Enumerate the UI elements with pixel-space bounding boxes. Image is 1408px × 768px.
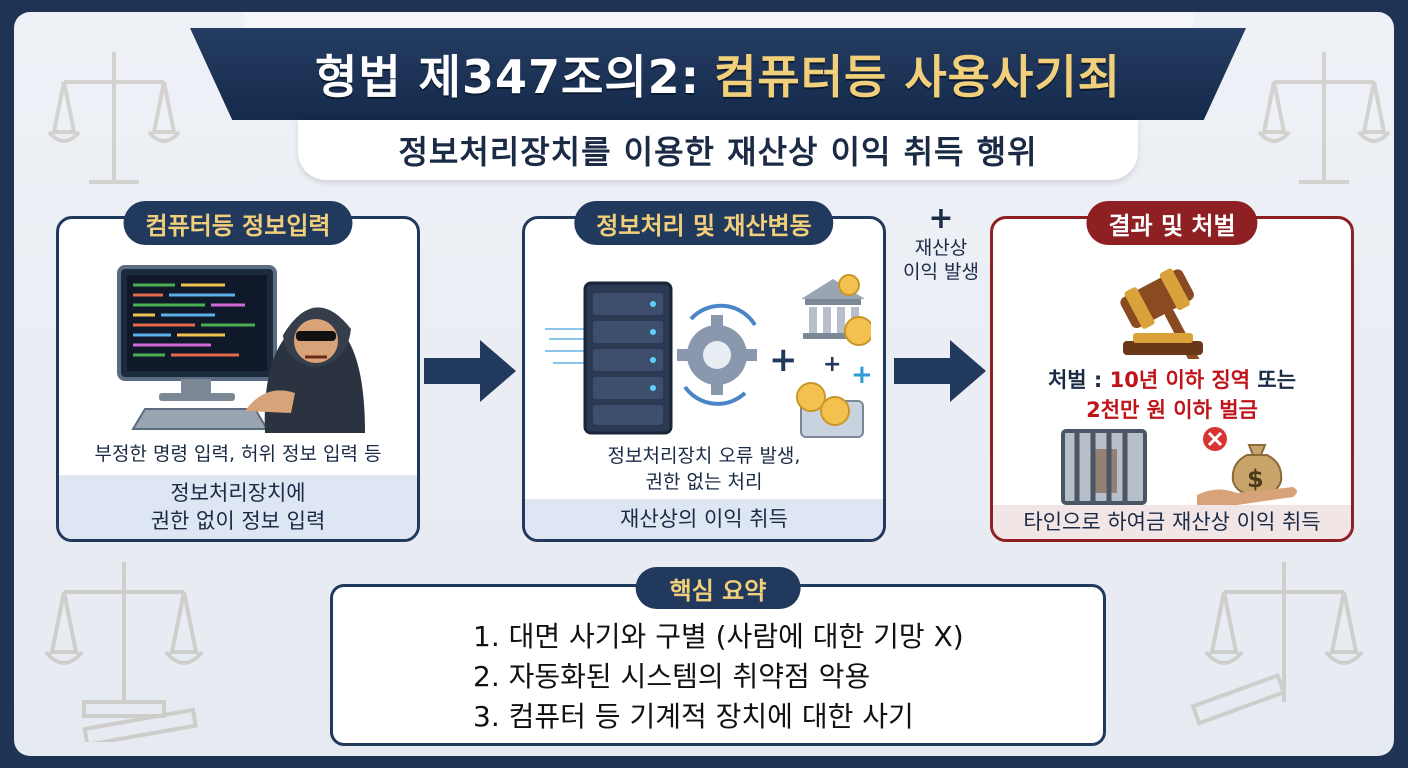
scales-icon-bg-left	[47, 52, 181, 184]
punishment-text: 처벌 : 10년 이하 징역 또는 2천만 원 이하 벌금	[993, 365, 1351, 425]
gain-connector: + 재산상 이익 발생	[886, 202, 996, 284]
step-highlight-line: 재산상의 이익 취득	[620, 506, 788, 531]
svg-text:+: +	[823, 352, 841, 377]
summary-item: 1. 대면 사기와 구별 (사람에 대한 기망 X)	[473, 620, 964, 653]
flow-arrow-2	[894, 340, 986, 402]
punishment-connector: 또는	[1257, 368, 1297, 392]
gavel-icon	[1120, 268, 1204, 359]
title-crime-name: 컴퓨터등 사용사기죄	[714, 50, 1121, 104]
punishment-label: 처벌 :	[1047, 368, 1103, 392]
step-description-line: 정보처리장치 오류 발생,	[607, 445, 801, 467]
punishment-fine: 2천만 원 이하 벌금	[1086, 398, 1258, 422]
step-description: 정보처리장치 오류 발생, 권한 없는 처리	[525, 443, 883, 495]
subtitle-banner: 정보처리장치를 이용한 재산상 이익 취득 행위	[298, 120, 1138, 180]
punishment-prison: 10년 이하 징역	[1109, 368, 1251, 392]
plus-icon: +	[928, 201, 954, 236]
step-highlight-line: 권한 없이 정보 입력	[150, 509, 326, 533]
step-highlight: 타인으로 하여금 재산상 이익 취득	[993, 505, 1351, 539]
money-bag-hand-icon: $	[1197, 427, 1297, 505]
step-heading: 컴퓨터등 정보입력	[123, 201, 353, 245]
page-title: 형법 제347조의2:컴퓨터등 사용사기죄	[315, 41, 1121, 107]
flow-arrow-1	[424, 340, 516, 402]
key-summary-box: 핵심 요약 1. 대면 사기와 구별 (사람에 대한 기망 X) 2. 자동화된…	[330, 567, 1106, 746]
step-highlight-line: 정보처리장치에	[170, 480, 306, 505]
step-highlight: 정보처리장치에 권한 없이 정보 입력	[59, 475, 417, 539]
server-bank-coins-icon: + + +	[545, 274, 871, 438]
step-card-input: 컴퓨터등 정보입력 부정한 명령 입력, 허위	[56, 201, 420, 542]
svg-text:+: +	[769, 340, 798, 380]
step-heading: 결과 및 처벌	[1086, 201, 1258, 245]
summary-item: 2. 자동화된 시스템의 취약점 악용	[473, 660, 871, 693]
svg-text:+: +	[851, 360, 871, 390]
summary-list: 1. 대면 사기와 구별 (사람에 대한 기망 X) 2. 자동화된 시스템의 …	[473, 617, 964, 737]
step-description: 부정한 명령 입력, 허위 정보 입력 등	[94, 443, 382, 465]
step-card-processing: 정보처리 및 재산변동	[522, 201, 886, 542]
title-law-article: 형법 제347조의2:	[315, 50, 701, 104]
svg-text:$: $	[1247, 465, 1264, 493]
gain-label-line: 이익 발생	[903, 261, 979, 283]
step-heading: 정보처리 및 재산변동	[574, 201, 834, 245]
hacker-computer-icon	[117, 265, 365, 433]
infographic-frame: 형법 제347조의2:컴퓨터등 사용사기죄 정보처리장치를 이용한 재산상 이익…	[14, 12, 1394, 756]
summary-heading: 핵심 요약	[635, 567, 801, 609]
step-card-result: 결과 및 처벌 처벌 : 10년 이하 징역 또는 2천만 원 이하 벌금	[990, 201, 1354, 542]
page-subtitle: 정보처리장치를 이용한 재산상 이익 취득 행위	[398, 133, 1038, 171]
scales-icon-bg-bottom-right	[1190, 562, 1364, 726]
step-highlight-line: 타인으로 하여금 재산상 이익 취득	[1023, 509, 1321, 534]
scales-icon-bg-right	[1257, 52, 1391, 184]
title-banner: 형법 제347조의2:컴퓨터등 사용사기죄	[190, 28, 1246, 120]
step-highlight: 재산상의 이익 취득	[525, 499, 883, 539]
jail-bars-icon	[1061, 429, 1147, 505]
gain-label-line: 재산상	[914, 237, 968, 259]
scales-icon-bg-bottom-left	[44, 562, 204, 742]
summary-item: 3. 컴퓨터 등 기계적 장치에 대한 사기	[473, 700, 914, 733]
step-description-line: 권한 없는 처리	[645, 471, 763, 493]
